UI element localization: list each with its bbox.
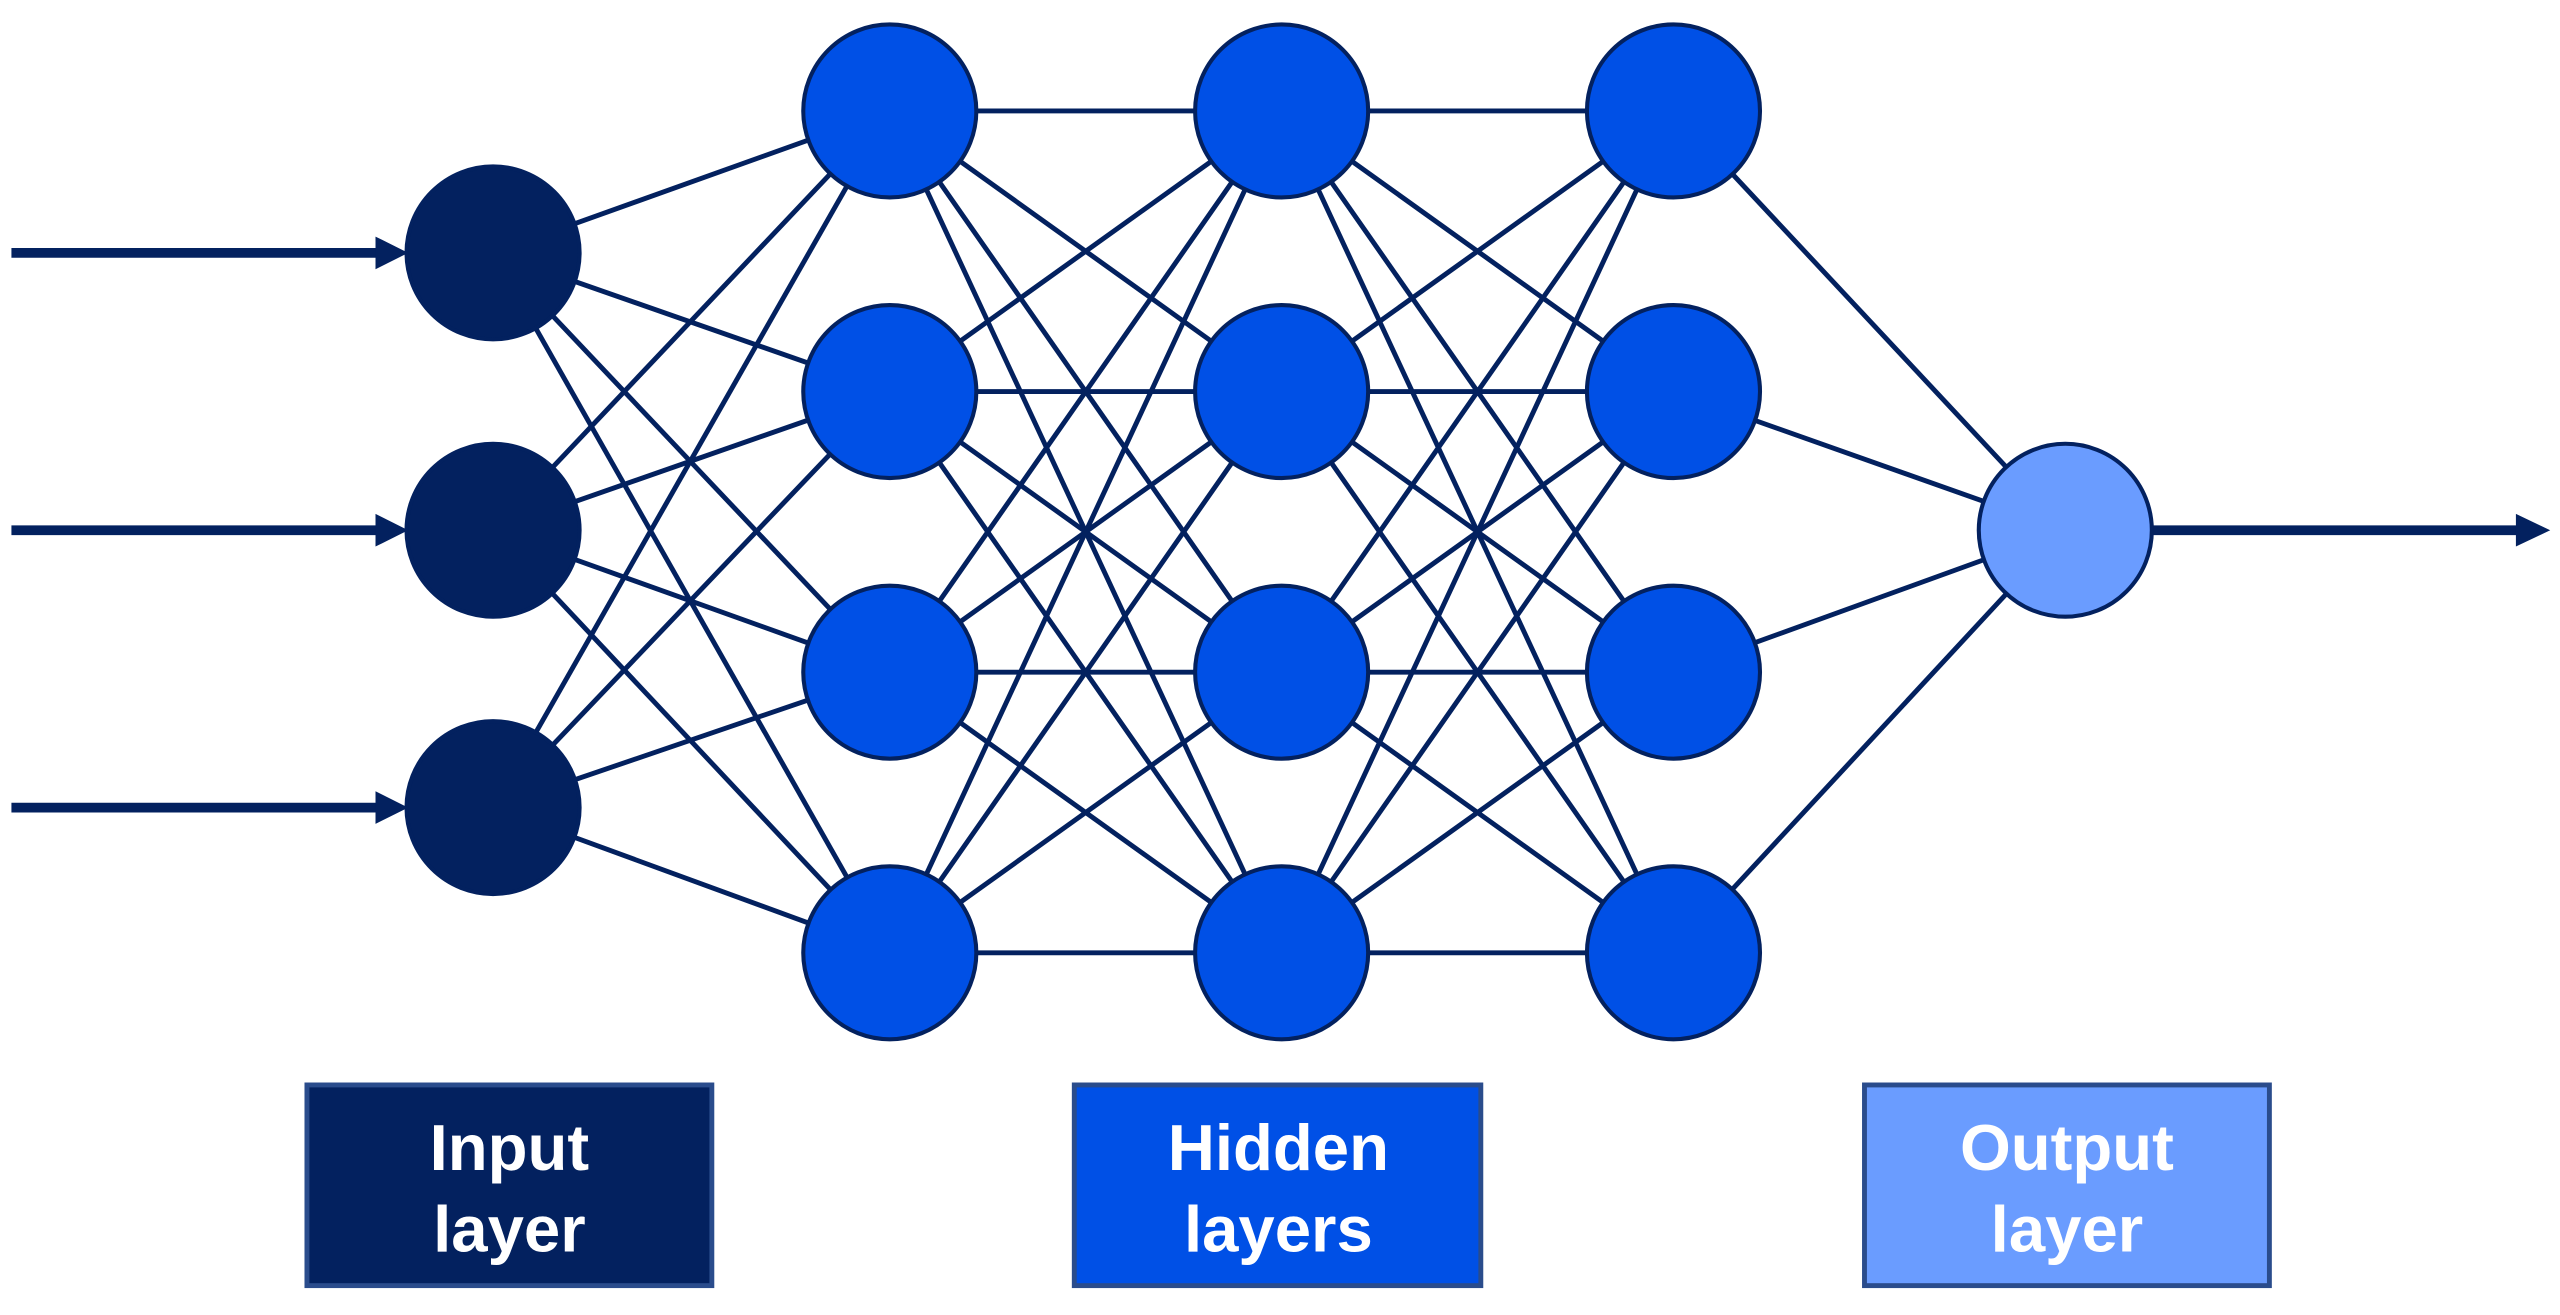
connection-edge [491,109,892,532]
input-label-line1: Input [430,1111,590,1184]
connection-edge [887,390,1284,955]
input-label-box [304,1082,715,1289]
hidden-layers-label: Hidden layers [1071,1082,1484,1289]
hidden-neuron [801,22,979,200]
hidden-neuron [1584,22,1763,200]
hidden-neuron [801,303,979,481]
output-arrowhead-icon [2515,513,2551,547]
hidden-neuron [1584,864,1763,1042]
output-layer-label: Output layer [1862,1082,2272,1289]
hidden-neuron [1584,303,1763,481]
input-arrowhead-icon [375,513,409,547]
connection-edge [490,109,892,809]
input-neuron [404,164,582,342]
output-label-line2: layer [1991,1192,2143,1265]
output-label-box [1862,1082,2272,1289]
connection-edge [1279,109,1676,954]
hidden-label-box [1071,1082,1484,1289]
connection-edge [1671,528,2068,955]
hidden-neuron [801,864,979,1042]
hidden-label-line1: Hidden [1168,1111,1389,1184]
input-arrowhead-icon [375,791,409,824]
connection-edge [1279,390,1676,955]
hidden-label-line2: layers [1184,1192,1373,1265]
output-label-line1: Output [1960,1111,2174,1184]
hidden-neuron [1193,303,1371,481]
hidden-neuron [801,583,979,761]
connection-edge [887,109,1284,674]
input-layer-label: Input layer [304,1082,715,1289]
output-neuron [1976,441,2154,619]
hidden-neuron [1193,22,1371,200]
input-neuron [404,441,582,619]
hidden-neuron [1193,864,1371,1042]
connection-edge [887,109,1284,954]
input-label-line2: layer [433,1192,585,1265]
connection-edge [1279,109,1676,674]
hidden-neuron [1584,583,1763,761]
connection-edge [491,389,892,810]
input-arrowhead-icon [375,236,409,270]
neurons [404,22,2154,1042]
connections [490,108,2068,956]
input-neuron [404,719,582,897]
hidden-neuron [1193,583,1371,761]
io-arrows [11,236,2551,824]
connection-edge [1671,109,2068,532]
